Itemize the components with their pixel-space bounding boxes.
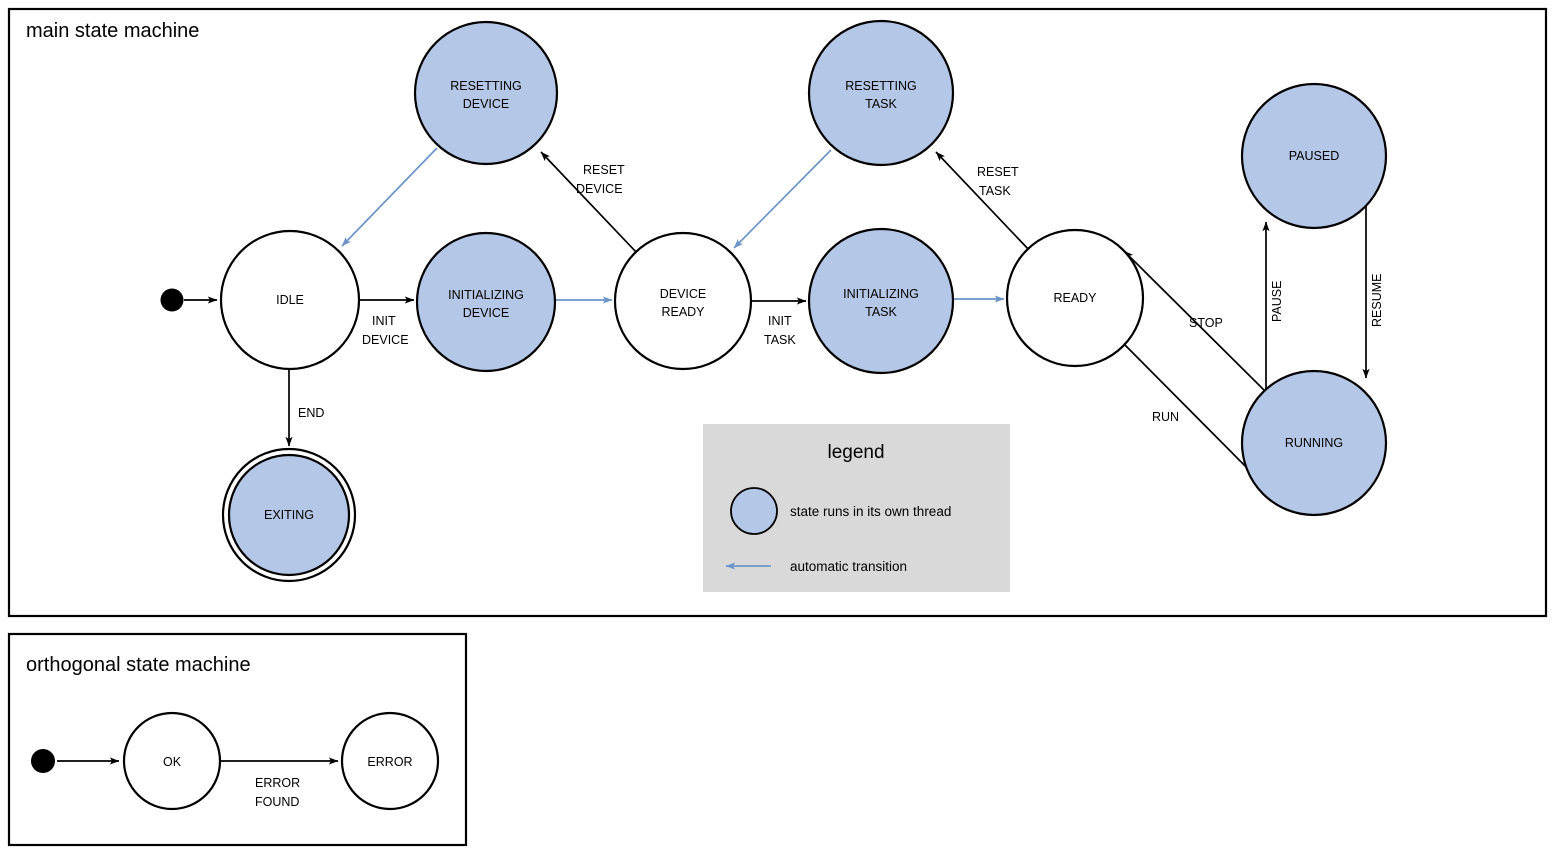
state-initializing-device-label-line1: INITIALIZING: [448, 288, 524, 302]
orthogonal-frame-title: orthogonal state machine: [26, 654, 251, 676]
state-idle[interactable]: IDLE: [219, 229, 361, 371]
edge-label-init-task-line2: TASK: [764, 333, 796, 347]
state-running[interactable]: RUNNING: [1240, 369, 1388, 517]
state-ready[interactable]: READY: [1005, 228, 1145, 368]
state-paused-label: PAUSED: [1289, 149, 1339, 163]
state-initializing-task-label-line2: TASK: [865, 305, 897, 319]
legend-title: legend: [827, 442, 884, 463]
edge-label-error-found-line1: ERROR: [255, 776, 300, 790]
state-initializing-device[interactable]: INITIALIZING DEVICE: [415, 231, 557, 373]
state-resetting-device-label-line1: RESETTING: [450, 79, 522, 93]
transition-ready-to-running: RUN: [1124, 344, 1269, 490]
state-resetting-device[interactable]: RESETTING DEVICE: [413, 20, 559, 166]
transition-paused-to-running: RESUME: [1362, 196, 1384, 379]
main-frame-title: main state machine: [26, 20, 199, 42]
edge-label-pause: PAUSE: [1270, 281, 1284, 322]
edge-label-reset-task-line2: TASK: [979, 184, 1011, 198]
transition-idle-to-initializing-device: INIT DEVICE: [359, 296, 415, 347]
edge-label-init-task-line1: INIT: [768, 314, 792, 328]
edge-label-end: END: [298, 406, 324, 420]
state-initializing-task-label-line1: INITIALIZING: [843, 287, 919, 301]
state-resetting-task-label-line1: RESETTING: [845, 79, 917, 93]
transition-resetting-device-to-idle: [341, 147, 438, 247]
state-running-label: RUNNING: [1285, 436, 1343, 450]
edge-label-reset-task-line1: RESET: [977, 165, 1019, 179]
state-device-ready[interactable]: DEVICE READY: [613, 231, 753, 371]
state-ok[interactable]: OK: [122, 711, 222, 811]
legend-item-auto-transition-label: automatic transition: [790, 559, 907, 574]
state-device-ready-label-line1: DEVICE: [660, 287, 707, 301]
state-device-ready-label-line2: READY: [661, 305, 705, 319]
state-resetting-task-label-line2: TASK: [865, 97, 897, 111]
transition-ok-to-error: ERROR FOUND: [221, 757, 339, 809]
edge-label-stop: STOP: [1189, 316, 1223, 330]
legend-item-thread-state-label: state runs in its own thread: [790, 504, 951, 519]
state-exiting-label: EXITING: [264, 508, 314, 522]
legend-item-thread-state: state runs in its own thread: [730, 487, 951, 535]
state-initializing-device-label-line2: DEVICE: [463, 306, 510, 320]
state-resetting-device-label-line2: DEVICE: [463, 97, 510, 111]
transition-idle-to-exiting: END: [285, 369, 324, 447]
legend: legend state runs in its own thread auto…: [703, 424, 1010, 592]
state-initializing-task[interactable]: INITIALIZING TASK: [807, 227, 955, 375]
state-error-label: ERROR: [367, 755, 412, 769]
state-ok-label: OK: [163, 755, 182, 769]
edge-label-error-found-line2: FOUND: [255, 795, 299, 809]
thread-state-swatch-icon: [730, 487, 778, 535]
edge-label-reset-device-line1: RESET: [583, 163, 625, 177]
transition-device-ready-to-initializing-task: INIT TASK: [752, 297, 807, 347]
state-ready-label: READY: [1053, 291, 1097, 305]
edge-label-run: RUN: [1152, 410, 1179, 424]
edge-label-resume: RESUME: [1370, 274, 1384, 327]
edge-label-reset-device-line2: DEVICE: [576, 182, 623, 196]
state-idle-label: IDLE: [276, 293, 304, 307]
legend-item-auto-transition: automatic transition: [725, 559, 907, 574]
transition-device-ready-to-resetting-device: RESET DEVICE: [540, 151, 638, 254]
edge-label-init-device-line1: INIT: [372, 314, 396, 328]
transition-running-to-ready: STOP: [1123, 250, 1267, 393]
state-resetting-task[interactable]: RESETTING TASK: [807, 19, 955, 167]
initial-state-dot: [160, 288, 184, 312]
ortho-initial-state-dot: [31, 749, 55, 773]
state-exiting[interactable]: EXITING: [221, 447, 357, 583]
transition-running-to-paused: PAUSE: [1262, 221, 1284, 403]
state-paused[interactable]: PAUSED: [1240, 82, 1388, 230]
transition-resetting-task-to-device-ready: [733, 149, 832, 249]
state-error[interactable]: ERROR: [340, 711, 440, 811]
transition-ready-to-resetting-task: RESET TASK: [935, 151, 1031, 252]
edge-label-init-device-line2: DEVICE: [362, 333, 409, 347]
